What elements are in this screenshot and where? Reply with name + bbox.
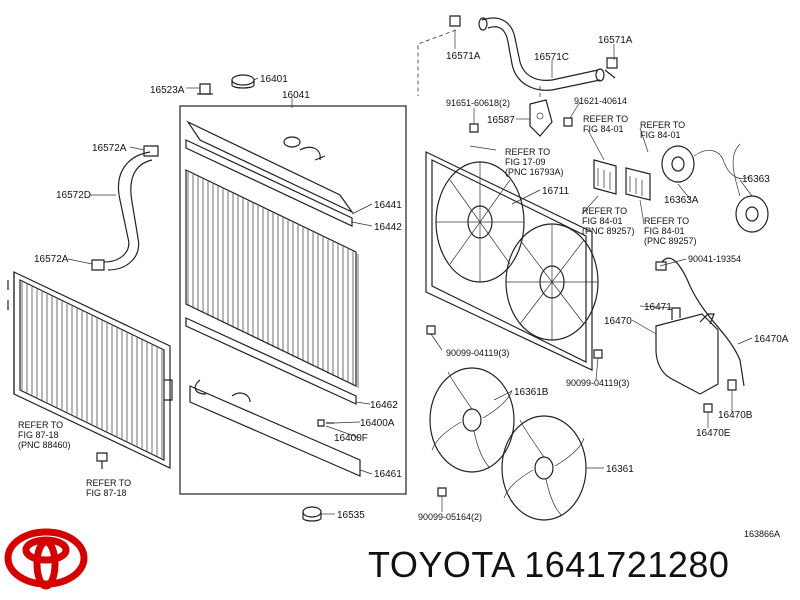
hose-dashed-guide [417,29,457,96]
cooling-fan-16361 [501,415,587,521]
label-16041: 16041 [282,90,310,101]
label-91621: 91621-40614 [574,96,627,106]
label-16470: 16470 [604,316,632,327]
label-16462: 16462 [370,400,398,411]
part-labels: 16571A 16571A 16571C 16401 16523A 16041 … [34,35,789,522]
label-16363a: 16363A [664,195,699,206]
condenser-bolt [96,452,108,469]
label-16461: 16461 [374,469,402,480]
refer-note-84-01-d: REFER TO FIG 84-01 (PNC 89257) [644,216,697,246]
bracket-16587 [529,99,553,137]
drain-cock-16400a [317,419,334,427]
label-16442: 16442 [374,222,402,233]
label-90099-05164: 90099-05164(2) [418,512,482,522]
relay-connector-right [625,167,651,201]
gasket-16442 [185,139,353,227]
upper-radiator-hose [449,15,618,91]
label-16361b: 16361B [514,387,549,398]
reservoir-hose-16470a [655,257,745,387]
label-16400a: 16400A [360,418,395,429]
leader-lines [67,30,753,515]
refer-note-87-18-b: REFER TO FIG 87-18 [86,478,134,498]
label-90099-04119-b: 90099-04119(3) [566,378,629,388]
shroud-bolt-right [593,349,603,359]
label-16470e: 16470E [696,428,731,439]
refer-notes: REFER TO FIG 17-09 (PNC 16793A) REFER TO… [18,114,697,498]
radiator-upper-tank [186,120,354,214]
brand-part-number: TOYOTA 1641721280 [368,544,729,586]
radiator-group-frame [179,105,407,495]
label-16571a-right: 16571A [598,35,633,46]
radiator-core [185,169,359,388]
lower-cushion-16535 [302,506,322,522]
reservoir-bolt-16470e [703,403,713,413]
label-16572a-bottom: 16572A [34,254,69,265]
radiator-cap [231,74,255,89]
label-16571c: 16571C [534,52,569,63]
cooling-fan-16361b [429,367,515,473]
refer-note-84-01-a: REFER TO FIG 84-01 [583,114,631,134]
label-16587: 16587 [487,115,515,126]
figure-code: 163866A [744,529,781,539]
reservoir-clip-16470b [727,379,737,391]
label-16523a: 16523A [150,85,185,96]
label-90099-04119-a: 90099-04119(3) [446,348,509,358]
label-16572d: 16572D [56,190,91,201]
fan-shroud [425,151,599,371]
lower-gasket [185,317,357,405]
reservoir-tank [655,307,719,395]
label-16470b: 16470B [718,410,753,421]
label-16441: 16441 [374,200,402,211]
relay-connector-left [593,159,617,195]
toyota-logo-icon [4,528,88,590]
label-16572a-top: 16572A [92,143,127,154]
ac-condenser [7,271,173,469]
label-90041: 90041-19354 [688,254,741,264]
fan-motor-16363a [661,145,751,183]
refer-note-87-18-a: REFER TO FIG 87-18 (PNC 88460) [18,420,71,450]
fan-nut-90099-05164 [437,487,447,497]
shroud-bolt-left [426,325,436,335]
bolt-91621 [563,117,573,127]
refer-note-17-09: REFER TO FIG 17-09 (PNC 16793A) [505,147,564,177]
drain-plug-16523a [197,83,213,95]
label-16471: 16471 [644,302,672,313]
label-16535: 16535 [337,510,365,521]
label-16363: 16363 [742,174,770,185]
refer-note-84-01-b: REFER TO FIG 84-01 [640,120,688,140]
refer-note-84-01-c: REFER TO FIG 84-01 (PNC 89257) [582,206,635,236]
part-number: 1641721280 [524,544,730,585]
label-16361: 16361 [606,464,634,475]
brand-name: TOYOTA [368,544,514,585]
label-16470a: 16470A [754,334,789,345]
radiator-lower-tank [189,379,361,477]
fan-motor-16363 [732,143,769,233]
bolt-91651 [469,123,479,133]
label-16400f: 16400F [334,433,368,444]
label-91651: 91651-60618(2) [446,98,510,108]
label-16711: 16711 [542,186,570,197]
label-16401: 16401 [260,74,288,85]
lower-radiator-hose [91,145,159,271]
label-16571a-top: 16571A [446,51,481,62]
